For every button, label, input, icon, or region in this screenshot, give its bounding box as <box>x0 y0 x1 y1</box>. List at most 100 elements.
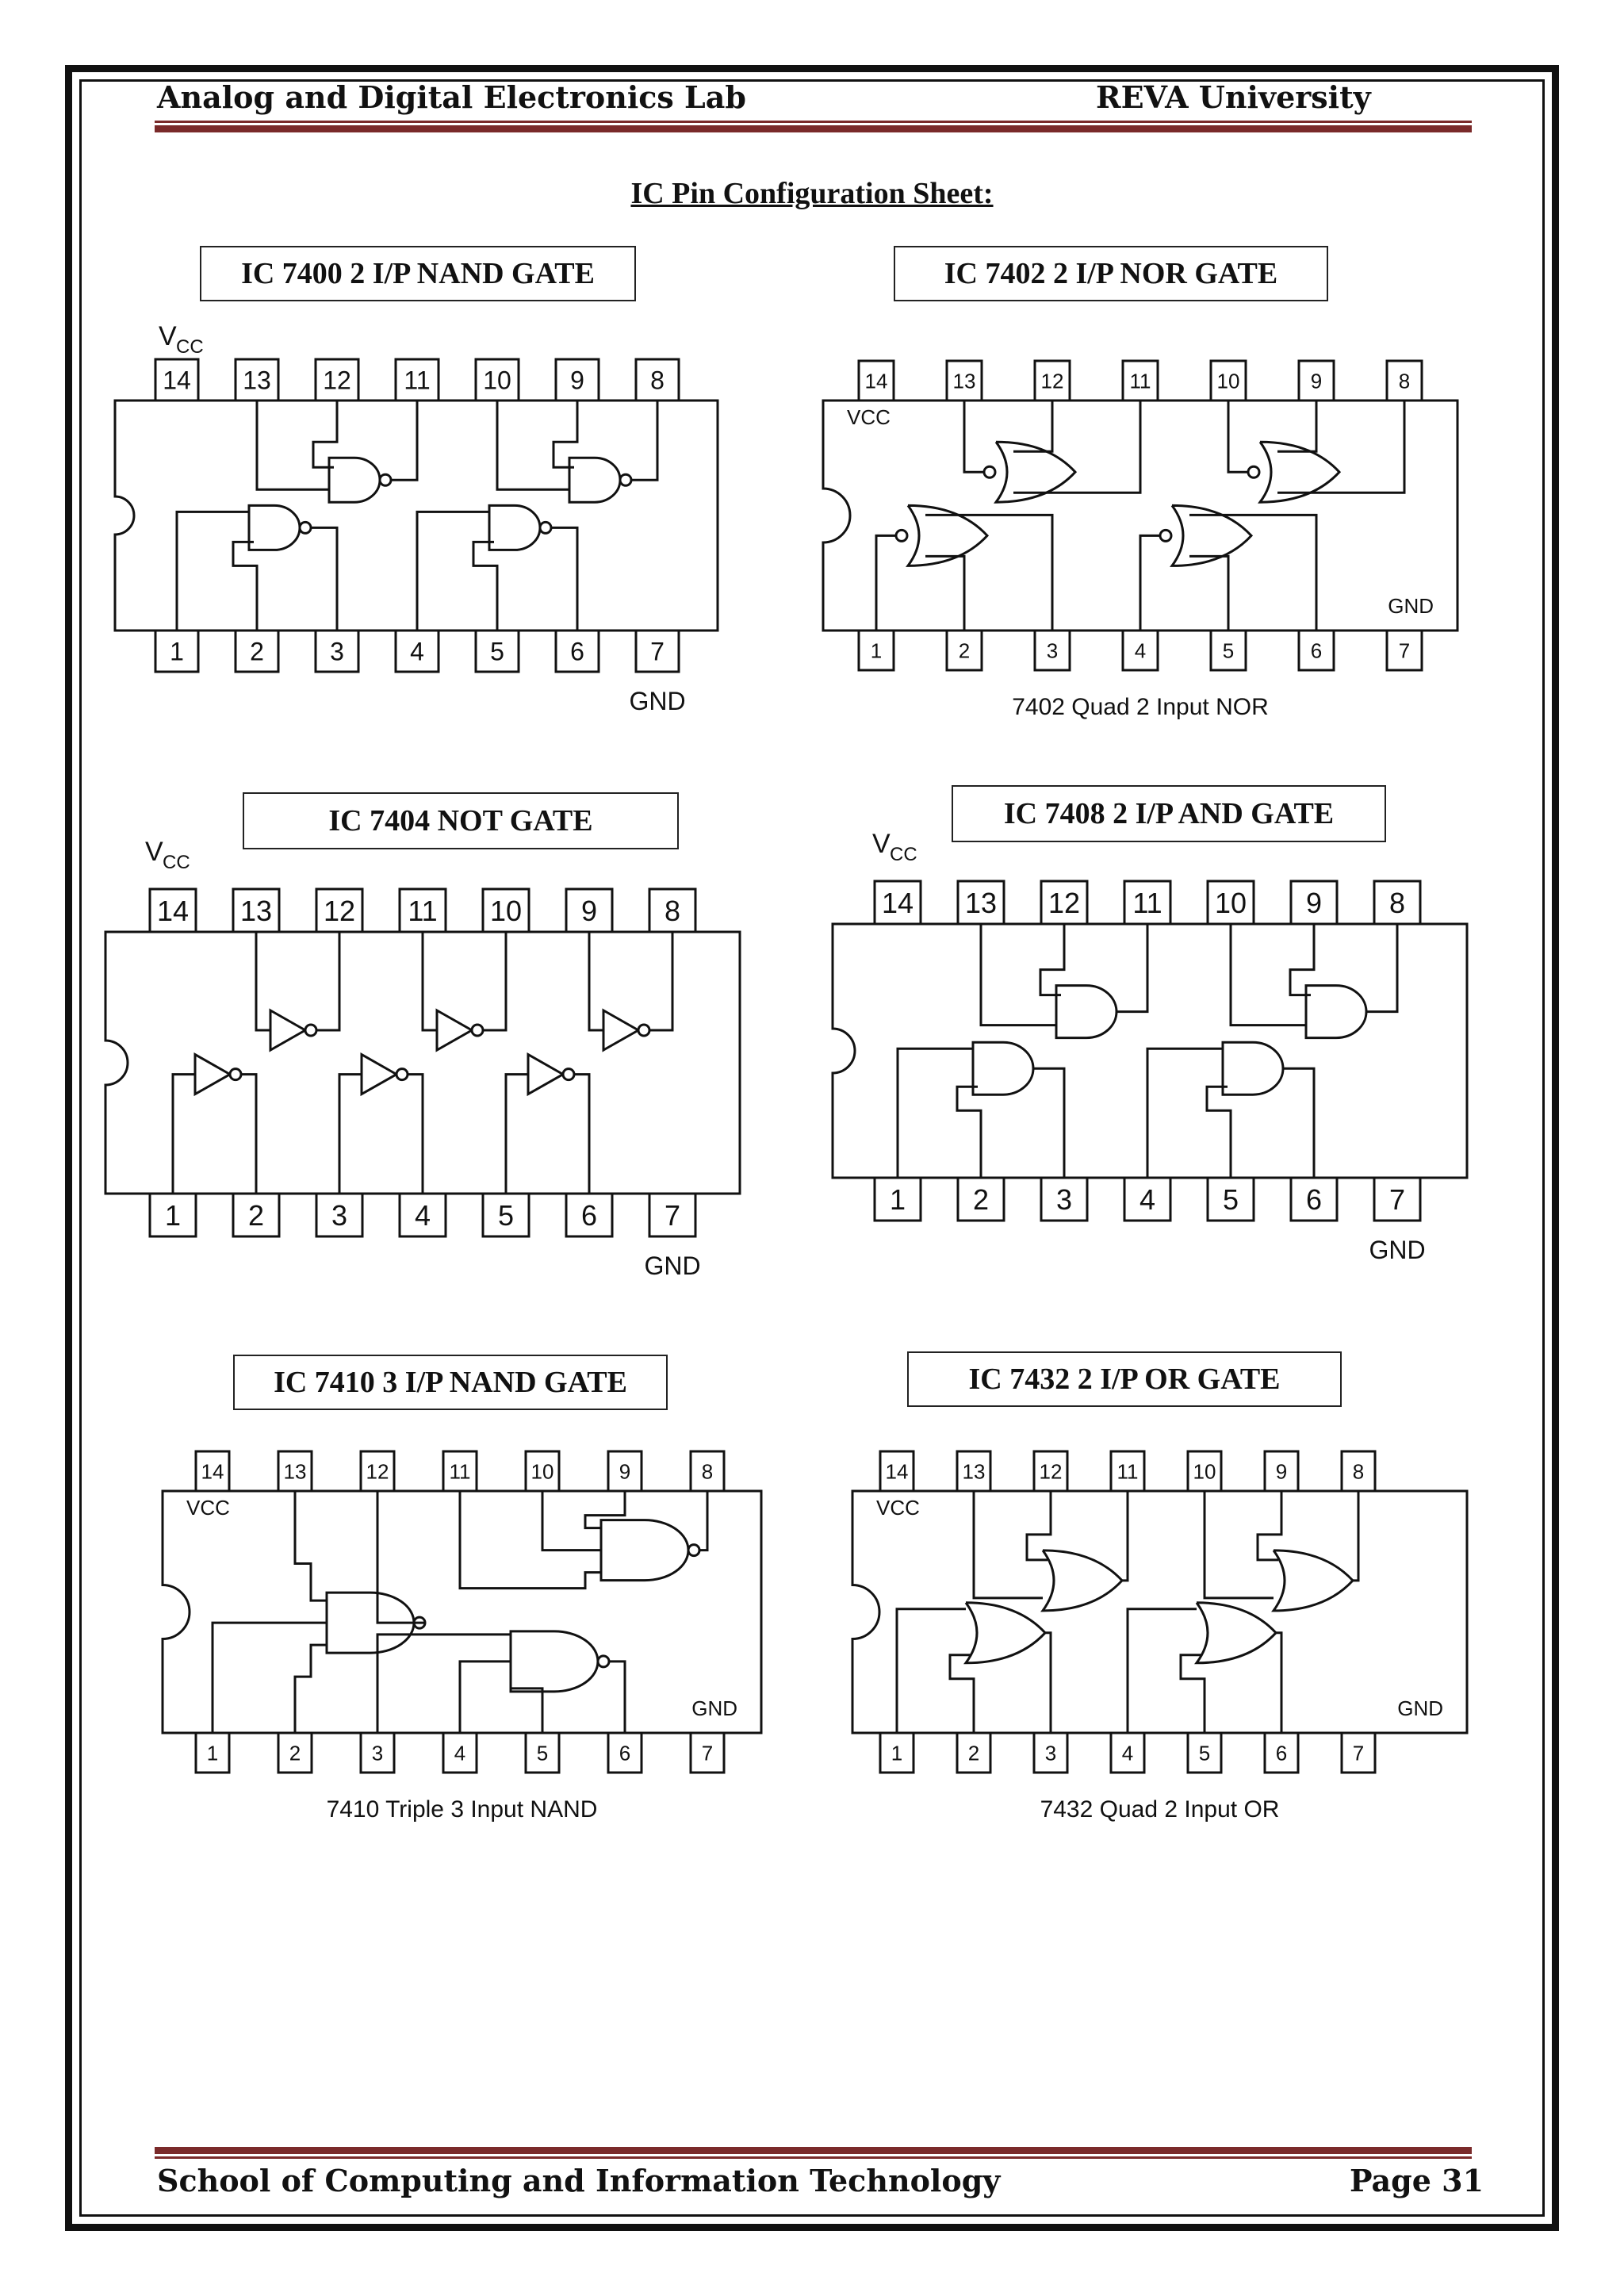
wire <box>925 513 1054 631</box>
pin-bottom <box>524 1731 561 1774</box>
pin-top-number: 8 <box>702 1459 713 1483</box>
wire <box>1122 1491 1129 1582</box>
pin-top-number: 8 <box>1389 887 1405 919</box>
wire <box>504 1073 528 1194</box>
pin-top-number: 10 <box>1193 1459 1216 1483</box>
pin-bottom-number: 2 <box>968 1741 979 1765</box>
wire <box>483 932 508 1032</box>
pin-top <box>394 358 440 402</box>
wire <box>1126 1608 1197 1733</box>
wire <box>1013 401 1054 453</box>
pin-top-number: 8 <box>665 895 680 927</box>
pin-bottom <box>154 629 200 673</box>
wire <box>1203 1491 1274 1600</box>
pin-top <box>148 887 197 933</box>
pin-top-number: 13 <box>953 369 976 393</box>
ic-body <box>851 1489 1469 1734</box>
wire <box>1045 1631 1052 1733</box>
wire <box>1013 401 1142 494</box>
pin-top-number: 13 <box>240 895 272 927</box>
wire <box>416 510 489 631</box>
pin-bottom-number: 5 <box>490 638 504 666</box>
pin-top <box>857 359 895 402</box>
pin-bottom-number: 2 <box>250 638 264 666</box>
pin-bottom-number: 3 <box>1056 1183 1072 1216</box>
pin-top <box>398 887 447 933</box>
pin-top-number: 14 <box>882 887 914 919</box>
wire <box>338 1073 362 1194</box>
footer-school: School of Computing and Information Tech… <box>157 2163 1001 2198</box>
pin-top-number: 11 <box>404 366 430 395</box>
pin-top <box>873 880 922 926</box>
pin-bottom-number: 3 <box>372 1741 383 1765</box>
pin-bottom <box>314 629 360 673</box>
wire <box>241 1073 258 1194</box>
wire <box>458 1491 601 1590</box>
pin-bottom <box>1209 629 1247 672</box>
pin-top-number: 14 <box>886 1459 909 1483</box>
pin-bottom-number: 1 <box>871 638 882 662</box>
ic-7404-caption: IC 7404 NOT GATE <box>243 792 679 849</box>
header-rule-thin <box>155 121 1472 123</box>
pin-top-number: 14 <box>157 895 189 927</box>
vcc-label: V <box>872 829 891 859</box>
pin-top <box>689 1450 726 1493</box>
and-gate <box>971 1041 1035 1096</box>
gnd-label: GND <box>1388 594 1434 618</box>
wire <box>875 534 896 631</box>
gnd-label: GND <box>644 1251 700 1280</box>
pin-top <box>315 887 364 933</box>
wire <box>1139 534 1160 631</box>
footer-rule-thin <box>155 2156 1472 2159</box>
wire <box>1189 513 1318 631</box>
ic-footer-label: 7432 Quad 2 Input OR <box>1040 1796 1280 1823</box>
wire <box>1025 1491 1052 1562</box>
pin-top-number: 8 <box>1399 369 1410 393</box>
wire <box>649 932 674 1032</box>
wire <box>255 401 329 491</box>
pin-top-number: 11 <box>1132 887 1162 919</box>
pin-bottom <box>1123 1176 1172 1222</box>
wire <box>1256 1491 1283 1562</box>
wire <box>956 1085 982 1178</box>
pin-top-number: 9 <box>570 366 584 395</box>
pin-top-number: 14 <box>163 366 191 395</box>
pin-top <box>554 358 600 402</box>
pin-bottom-number: 7 <box>1399 638 1410 662</box>
pin-top <box>648 887 697 933</box>
pin-top <box>1289 880 1339 926</box>
footer-page-number: Page 31 <box>1350 2163 1484 2198</box>
pin-top <box>1263 1450 1300 1493</box>
pin-bottom-number: 6 <box>1311 638 1322 662</box>
pin-top-number: 10 <box>483 366 511 395</box>
pin-bottom-number: 4 <box>454 1741 465 1765</box>
pin-bottom <box>1040 1176 1089 1222</box>
header-lab-title: Analog and Digital Electronics Lab <box>157 79 746 115</box>
wire <box>255 932 270 1032</box>
or-gate <box>963 1601 1048 1665</box>
pin-top-number: 12 <box>366 1459 389 1483</box>
pin-bottom-number: 4 <box>1122 1741 1133 1765</box>
sheet-title: IC Pin Configuration Sheet: <box>630 177 994 210</box>
pin-bottom-number: 1 <box>207 1741 218 1765</box>
gnd-label: GND <box>1369 1236 1425 1264</box>
vcc-label: VCC <box>186 1496 230 1520</box>
pin-bottom-number: 3 <box>1045 1741 1056 1765</box>
wire <box>1366 924 1399 1014</box>
pin-bottom <box>1263 1731 1300 1774</box>
pin-bottom <box>956 1176 1005 1222</box>
pin-top-number: 14 <box>201 1459 224 1483</box>
wire <box>408 1073 424 1194</box>
gnd-label: GND <box>1397 1696 1443 1720</box>
pin-top-number: 13 <box>243 366 271 395</box>
pin-bottom-number: 3 <box>330 638 344 666</box>
ic-7408-caption: IC 7408 2 I/P AND GATE <box>952 785 1386 842</box>
pin-top <box>1121 359 1159 402</box>
pin-top-number: 9 <box>1276 1459 1287 1483</box>
pin-bottom-number: 2 <box>248 1199 264 1232</box>
pin-top-number: 12 <box>323 366 351 395</box>
wire <box>293 1643 327 1733</box>
wire <box>972 1491 1043 1600</box>
wire <box>552 401 579 469</box>
